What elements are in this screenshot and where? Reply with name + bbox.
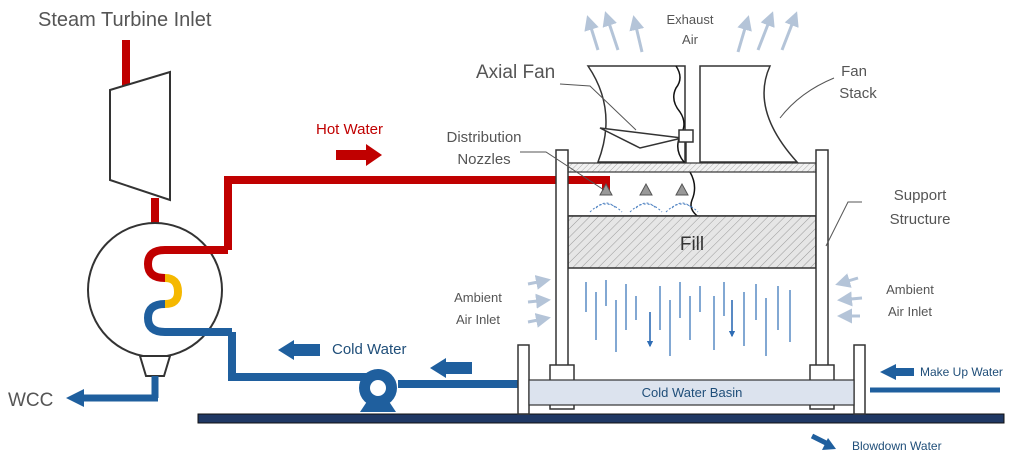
spray-pattern (589, 202, 699, 213)
cold-water-basin (528, 379, 855, 406)
fill-label: Fill (680, 234, 704, 255)
basin-wall-right (853, 344, 866, 415)
wcc-label: WCC (8, 390, 53, 411)
condenser-icon (87, 222, 223, 358)
flow-arrow-icon (430, 358, 472, 378)
flow-arrow-icon (336, 144, 382, 166)
exhaust-air-label-2: Air (682, 32, 699, 47)
ambient-air-inlet-left-label-2: Air Inlet (456, 312, 500, 327)
rain-arrow-icon (646, 300, 736, 348)
support-structure-label-1: Support (894, 187, 947, 204)
hot-water-label: Hot Water (316, 121, 383, 138)
fan-stack-label-1: Fan (841, 63, 867, 80)
turbine-icon (109, 70, 171, 202)
hotwell (138, 355, 172, 377)
axial-fan-blade (599, 127, 683, 149)
basin-wall-left (517, 344, 530, 415)
flow-arrow-icon (880, 364, 896, 380)
ground-slab (197, 413, 1005, 424)
leader-lines (520, 77, 862, 247)
air-arrow-icon (527, 273, 863, 328)
distribution-nozzles-label-1: Distribution (446, 129, 521, 146)
blowdown-water-label: Blowdown Water (852, 439, 942, 453)
support-structure-label-2: Structure (890, 211, 951, 228)
hot-water-pipe (224, 176, 610, 250)
transition-coil (164, 274, 183, 308)
air-arrow-icon (584, 11, 799, 53)
ambient-air-inlet-right-label-1: Ambient (886, 282, 934, 297)
fan-hub (678, 129, 694, 143)
ambient-air-inlet-left-label-1: Ambient (454, 290, 502, 305)
ambient-air-inlet-right-label-2: Air Inlet (888, 304, 932, 319)
hot-coil (143, 246, 228, 282)
distribution-nozzles-label-2: Nozzles (457, 151, 510, 168)
rain-zone (585, 280, 791, 356)
nozzle-icon (599, 182, 689, 196)
exhaust-air-label-1: Exhaust (667, 12, 714, 27)
cold-water-basin-label: Cold Water Basin (642, 385, 743, 400)
fan-stack-right (699, 65, 799, 163)
flow-arrow-icon (896, 368, 914, 376)
fan-deck (567, 162, 817, 173)
pump-icon (359, 369, 397, 412)
make-up-water-label: Make Up Water (920, 365, 1003, 379)
cold-coil (143, 300, 232, 336)
flow-arrow-icon (278, 340, 320, 360)
cold-water-label: Cold Water (332, 341, 406, 358)
steam-turbine-inlet-label: Steam Turbine Inlet (38, 9, 212, 31)
axial-fan-label: Axial Fan (476, 62, 555, 83)
fan-stack-left (586, 65, 686, 163)
cold-water-pipe (228, 332, 378, 381)
wcc-arrow-icon (66, 389, 84, 407)
fan-stack-label-2: Stack (839, 85, 877, 102)
flow-arrow-icon (810, 433, 836, 450)
